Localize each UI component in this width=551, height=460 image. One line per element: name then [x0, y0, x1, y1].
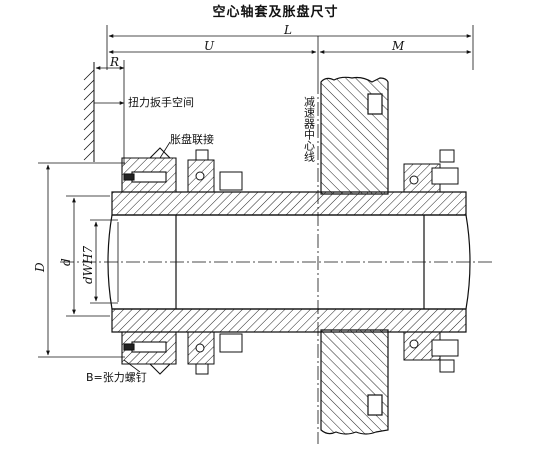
hollow-shaft — [107, 191, 471, 333]
dim-dw: dWH7 — [81, 245, 95, 284]
dim-M: M — [392, 39, 405, 53]
label-torque-wrench-space: 扭力扳手空间 — [128, 96, 194, 109]
dim-D: D — [33, 262, 47, 272]
label-shrink-disc-connection: 胀盘联接 — [170, 133, 214, 146]
left-dimensions — [38, 162, 125, 358]
label-tension-bolt: B=张力螺钉 — [86, 371, 147, 384]
leader-lines — [123, 141, 171, 373]
shrink-disc-left — [121, 147, 177, 375]
dim-U: U — [204, 39, 215, 53]
top-dimensions — [95, 25, 474, 165]
dim-L: L — [284, 23, 292, 37]
bearing-right — [403, 149, 459, 373]
bearing-left — [187, 149, 243, 375]
dim-d: d — [59, 258, 73, 266]
drawing-title: 空心轴套及胀盘尺寸 — [212, 5, 339, 20]
dim-R: R — [110, 55, 120, 69]
centre-lines — [60, 80, 495, 444]
label-reducer-centerline: 减速器中心线 — [302, 96, 316, 162]
mounting-wall — [83, 62, 125, 162]
gear-wheel — [320, 76, 389, 435]
